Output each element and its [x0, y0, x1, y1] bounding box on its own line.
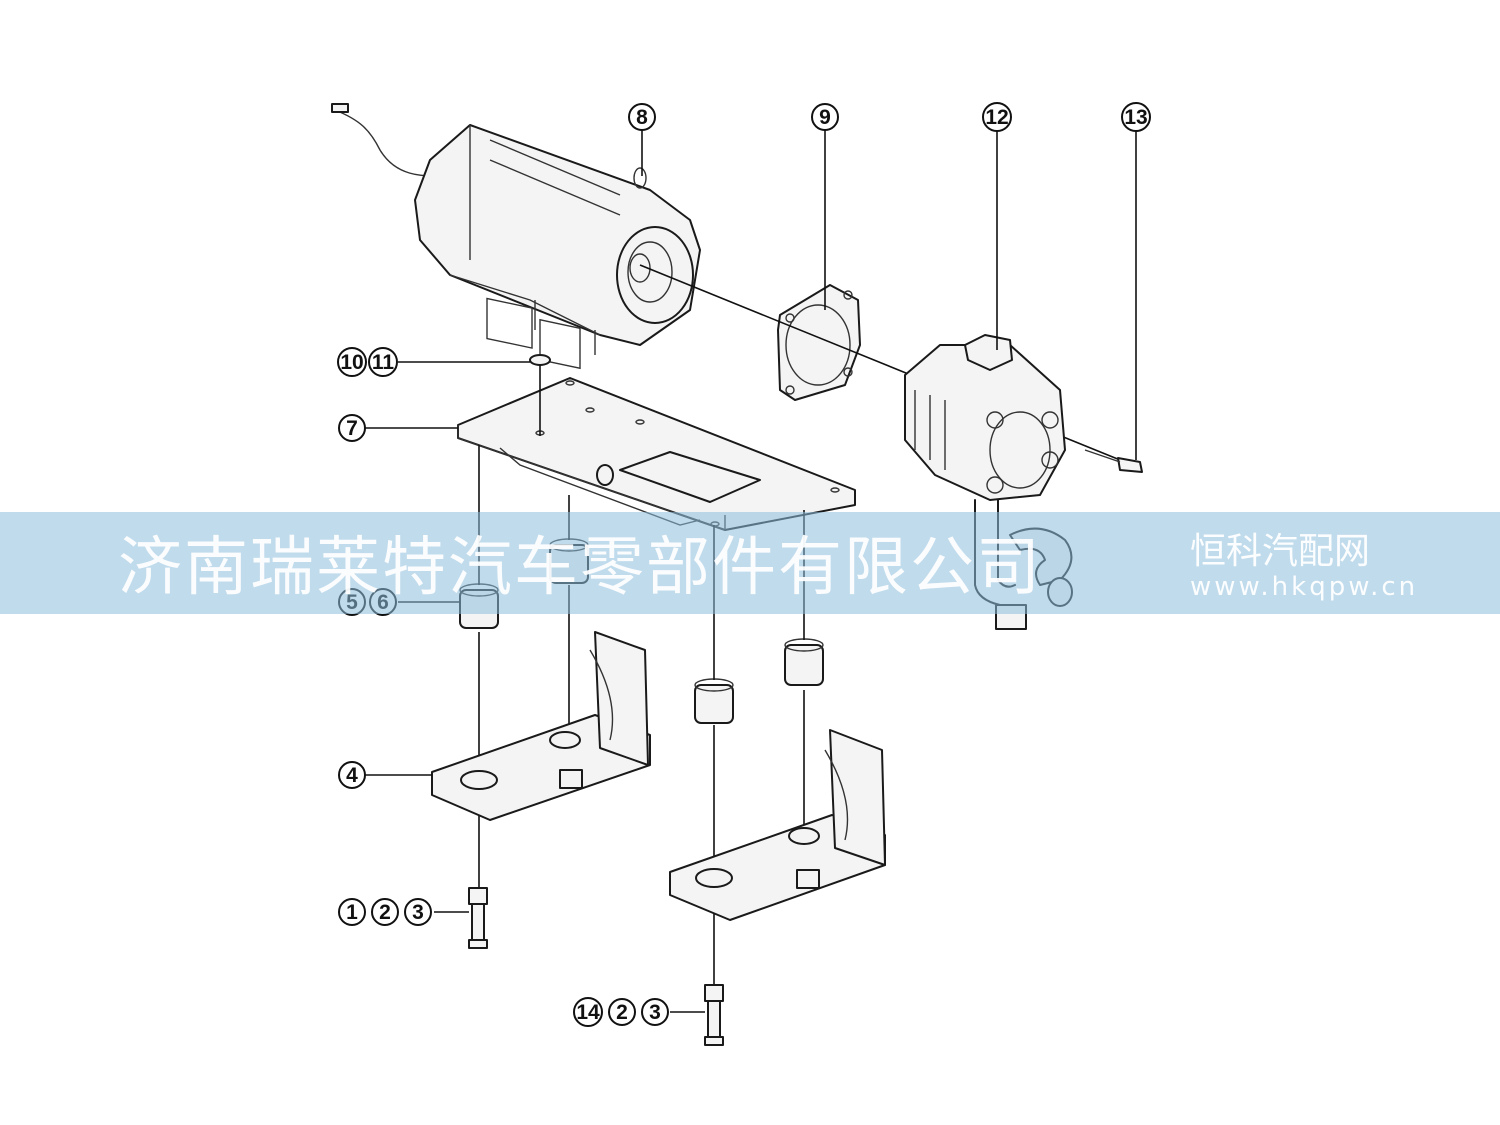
- callout-leaders: [365, 130, 1137, 1013]
- bracket-right: [669, 729, 886, 921]
- callout-label: 2: [616, 1001, 628, 1024]
- callout-13: 13: [1121, 102, 1151, 132]
- callout-3-second: 3: [641, 998, 669, 1026]
- watermark-site-name: 恒科汽配网: [1190, 531, 1371, 572]
- callout-label: 3: [649, 1001, 661, 1024]
- callout-10: 10: [337, 347, 367, 377]
- callout-3: 3: [404, 898, 432, 926]
- washer: [529, 354, 551, 436]
- callout-2: 2: [371, 898, 399, 926]
- bracket-left: [431, 631, 651, 821]
- bolt-right: [704, 984, 724, 1046]
- callout-7: 7: [338, 414, 366, 442]
- bolt-left: [468, 887, 488, 949]
- callout-label: 14: [576, 1001, 600, 1024]
- rubber-mount-4: [784, 638, 824, 686]
- gasket: [777, 284, 861, 401]
- callout-label: 12: [985, 106, 1008, 129]
- callout-label: 4: [346, 764, 358, 787]
- mounting-plate: [457, 377, 856, 531]
- callout-label: 7: [346, 417, 358, 440]
- rubber-mount-3: [694, 678, 734, 724]
- watermark-company-name: 济南瑞莱特汽车零部件有限公司: [118, 531, 1042, 605]
- electric-motor: [331, 103, 701, 370]
- callout-label: 1: [346, 901, 358, 924]
- callout-label: 9: [819, 106, 831, 129]
- callout-1: 1: [338, 898, 366, 926]
- callout-label: 2: [379, 901, 391, 924]
- callout-label: 8: [636, 106, 648, 129]
- callout-11: 11: [368, 347, 398, 377]
- callout-8: 8: [628, 103, 656, 131]
- callout-label: 3: [412, 901, 424, 924]
- callout-12: 12: [982, 102, 1012, 132]
- callout-14: 14: [573, 997, 603, 1027]
- callout-4: 4: [338, 761, 366, 789]
- watermark-url: www.hkqpw.cn: [1190, 572, 1419, 602]
- callout-label: 11: [372, 351, 395, 374]
- pump-bolt: [1084, 449, 1143, 473]
- callout-label: 10: [340, 351, 363, 374]
- callout-2-second: 2: [608, 998, 636, 1026]
- watermark-band: [0, 512, 1500, 614]
- callout-label: 13: [1124, 106, 1147, 129]
- callout-9: 9: [811, 103, 839, 131]
